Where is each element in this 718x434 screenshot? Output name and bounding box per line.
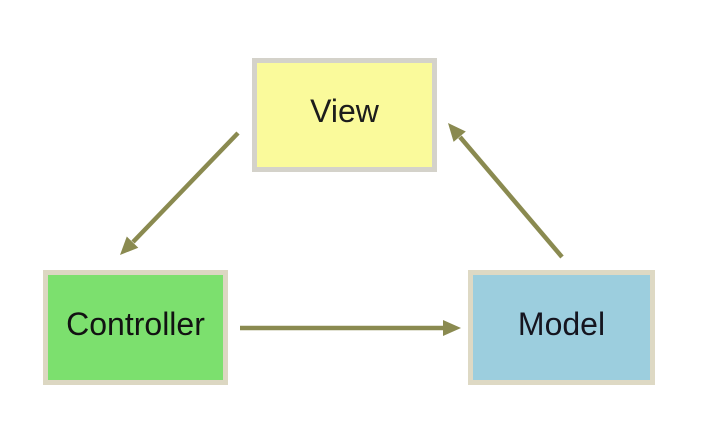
node-model-label: Model — [517, 305, 606, 342]
node-controller-label: Controller — [66, 305, 205, 342]
node-view: View — [252, 58, 437, 172]
arrowhead-up-left-icon — [448, 123, 466, 142]
node-model: Model — [468, 270, 655, 385]
arrowhead-down-left-icon — [120, 236, 139, 255]
arrow-controller-to-model — [240, 320, 461, 336]
node-view-label: View — [310, 93, 379, 129]
arrow-model-to-view — [448, 123, 564, 259]
arrow-model-to-view-shaft — [458, 135, 564, 259]
node-controller: Controller — [43, 270, 228, 385]
arrowhead-right-icon — [443, 320, 461, 336]
arrow-view-to-controller — [120, 131, 240, 255]
arrow-view-to-controller-shaft — [131, 131, 240, 244]
